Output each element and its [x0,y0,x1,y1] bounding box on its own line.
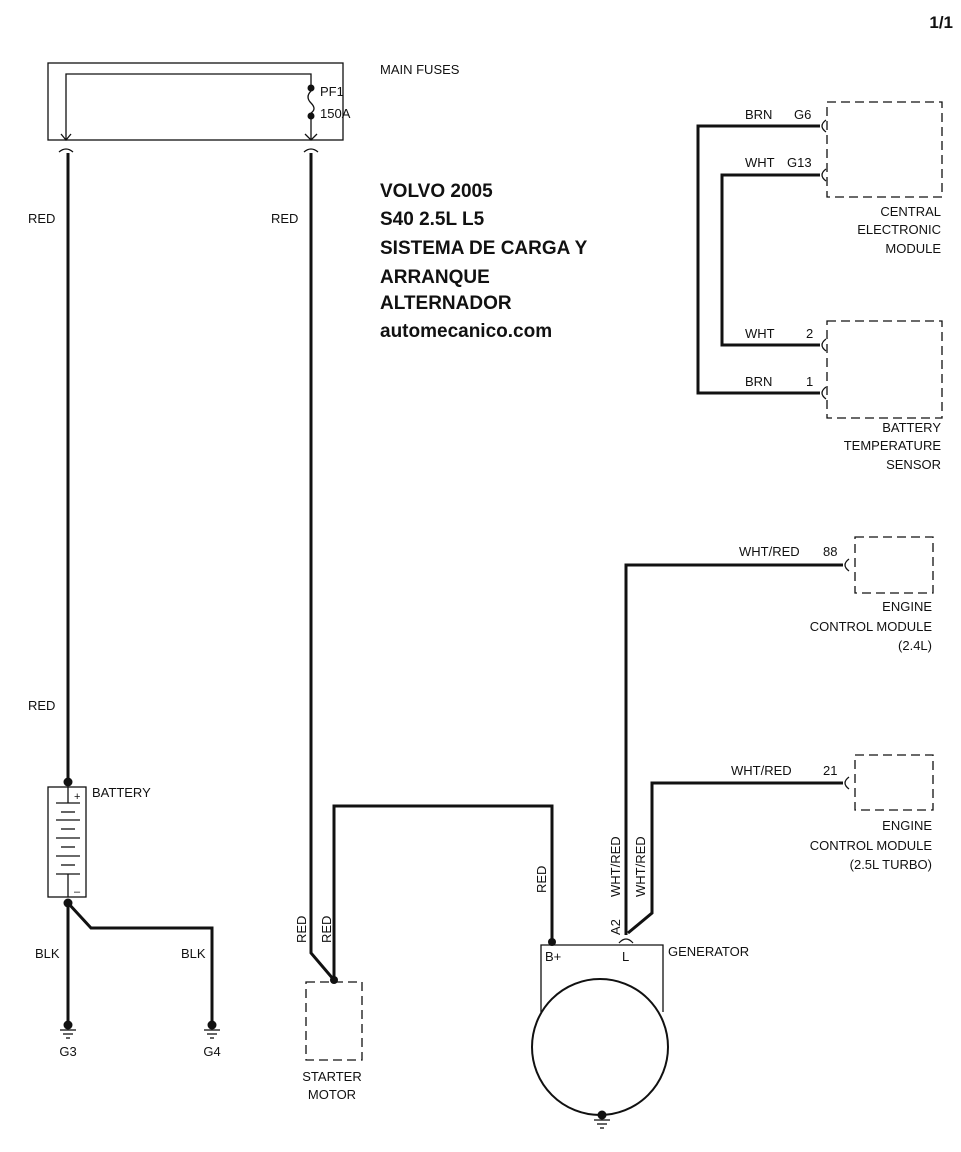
fuse-rating: 150A [320,106,351,121]
title-line: S40 2.5L L5 [380,209,485,230]
wire-label: RED [271,211,298,226]
bts-label: SENSOR [886,457,941,472]
starter-circuit: RED RED RED RED STARTER MOTOR [271,153,554,1102]
wire-label: BRN [745,374,772,389]
cem-box [826,101,943,198]
title-line: automecanico.com [380,321,552,342]
battery-circuit: RED RED + – BATTERY BLK BLK G3 G4 [28,153,221,1059]
battery-label: BATTERY [92,785,151,800]
ground-icon [60,1020,76,1039]
wire-label: BRN [745,107,772,122]
generator: B+ L GENERATOR [531,938,749,1129]
pin-label: G13 [787,155,812,170]
title-line: VOLVO 2005 [380,181,493,202]
cem-label: MODULE [885,241,941,256]
wire-label: WHT/RED [739,544,800,559]
bts-label: BATTERY [882,420,941,435]
wire-label: BLK [181,946,206,961]
cem-label: ELECTRONIC [857,222,941,237]
ground-g3-label: G3 [59,1044,76,1059]
wire-label: RED [534,866,549,893]
battery-symbol [47,786,87,898]
wire-label: RED [28,698,55,713]
page-number: 1/1 [929,13,953,32]
pin-label: 88 [823,544,837,559]
starter-label: MOTOR [308,1087,356,1102]
wire-label: BLK [35,946,60,961]
wire-label: RED [294,916,309,943]
pin-label: A2 [608,919,623,935]
pin-label: B+ [545,949,561,964]
main-fuses-label: MAIN FUSES [380,62,460,77]
ecm-circuit: WHT/RED 88 WHT/RED 21 WHT/RED WHT/RED A2… [608,536,934,935]
pin-label: 21 [823,763,837,778]
ecm-2-4l-box [854,536,934,594]
bts-label: TEMPERATURE [844,438,942,453]
battery-minus: – [74,886,81,898]
generator-label: GENERATOR [668,944,749,959]
ecm-label: (2.4L) [898,638,932,653]
ecm-label: ENGINE [882,599,932,614]
wire-label: WHT [745,326,775,341]
starter-motor-box [305,981,363,1061]
wire-label: RED [319,916,334,943]
title-line: ALTERNADOR [380,293,512,314]
ecm-label: CONTROL MODULE [810,838,933,853]
title-line: ARRANQUE [380,267,490,288]
pin-label: L [622,949,629,964]
battery-plus: + [74,791,80,803]
wire-label: WHT/RED [608,836,623,897]
main-fuses-box: MAIN FUSES PF1 150A [47,62,460,153]
wire-label: RED [28,211,55,226]
ground-icon [594,1110,610,1129]
wire-label: WHT/RED [633,836,648,897]
fuse-id: PF1 [320,84,344,99]
ecm-label: (2.5L TURBO) [850,857,932,872]
starter-label: STARTER [302,1069,361,1084]
pin-label: 1 [806,374,813,389]
ecm-label: ENGINE [882,818,932,833]
ground-icon [204,1020,220,1039]
ground-g4-label: G4 [203,1044,220,1059]
ecm-label: CONTROL MODULE [810,619,933,634]
ecm-turbo-box [854,754,934,811]
diagram-title: VOLVO 2005 S40 2.5L L5 SISTEMA DE CARGA … [380,181,588,342]
pin-label: G6 [794,107,811,122]
wire-label: WHT [745,155,775,170]
cem-circuit: BRN G6 WHT G13 WHT 2 BRN 1 CENTRAL ELECT… [696,101,943,472]
wire-label: WHT/RED [731,763,792,778]
battery-temp-sensor-box [826,320,943,419]
title-line: SISTEMA DE CARGA Y [380,238,588,259]
pin-label: 2 [806,326,813,341]
cem-label: CENTRAL [880,204,941,219]
